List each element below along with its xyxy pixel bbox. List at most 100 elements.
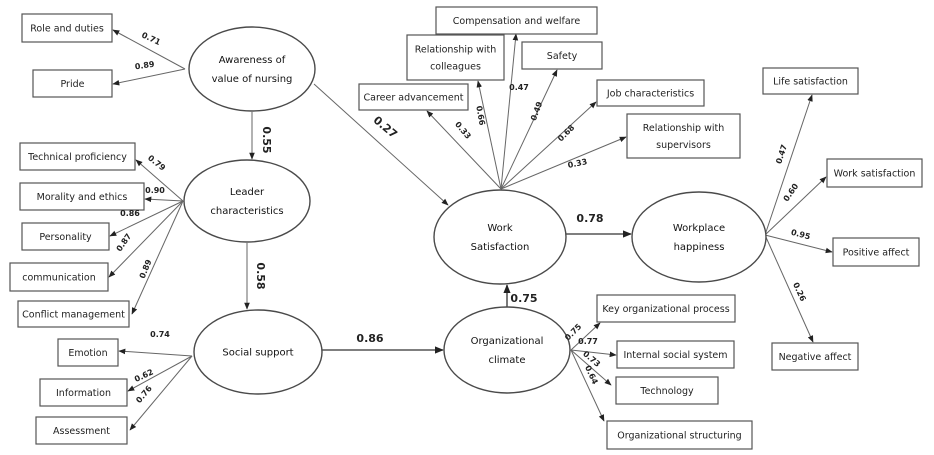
indicator-tech-label: Technical proficiency: [27, 152, 127, 163]
indicator-box-frame: [17, 300, 130, 328]
indicator-box-technology: Technology: [615, 376, 719, 405]
indicator-emotion-arrow: [118, 348, 193, 357]
indicator-moral-coefficient: 0.90: [145, 186, 165, 195]
path-leader-social-coefficient: 0.58: [254, 262, 267, 289]
indicator-posaff-arrow: [764, 234, 833, 254]
indicator-keyproc-arrow: [570, 322, 601, 351]
indicator-assess-label: Assessment: [53, 426, 110, 437]
indicator-keyproc-label: Key organizational process: [602, 304, 729, 315]
indicator-posaff-coefficient: 0.95: [790, 228, 812, 242]
indicator-technology-label: Technology: [639, 386, 694, 397]
indicator-box-frame: [626, 113, 741, 159]
indicator-technology-arrow: [570, 349, 612, 386]
path-social-climate-coefficient: 0.86: [356, 332, 383, 345]
indicator-emotion-label: Emotion: [68, 348, 107, 359]
indicator-conflict-arrow: [131, 200, 184, 315]
indicator-role-label: Role and duties: [30, 24, 104, 35]
indicator-box-frame: [19, 142, 136, 171]
indicator-jobchar-coefficient: 0.68: [556, 123, 577, 144]
indicator-moral-arrow: [144, 196, 184, 203]
indicator-safety-arrow: [500, 69, 558, 190]
path-worksat-happiness-coefficient: 0.78: [576, 212, 603, 225]
indicator-posaff-label: Positive affect: [843, 248, 910, 259]
latent-awareness: Awareness of value of nursing: [188, 26, 316, 112]
latent-worksat-label: Work: [487, 223, 513, 234]
indicator-box-frame: [406, 34, 505, 81]
indicator-career-coefficient: 0.33: [453, 120, 473, 141]
latent-climate-label: Organizational: [471, 336, 544, 347]
indicator-box-frame: [616, 340, 735, 369]
indicator-structuring-label: Organizational structuring: [617, 431, 741, 442]
indicator-person-coefficient: 0.86: [120, 209, 140, 218]
indicator-box-frame: [826, 158, 923, 188]
indicator-box-frame: [39, 378, 128, 407]
indicator-jobchar-label: Job characteristics: [606, 89, 694, 100]
indicator-tech-arrow: [135, 159, 184, 202]
indicator-supervisors-coefficient: 0.33: [567, 157, 588, 170]
indicator-lifesat-arrow: [764, 94, 813, 236]
indicator-career-arrow: [426, 110, 502, 190]
indicator-internal-label: Internal social system: [623, 350, 727, 361]
indicator-box-frame: [596, 294, 736, 323]
indicator-box-keyproc: Key organizational process: [596, 294, 736, 323]
latent-ellipse: [193, 309, 323, 395]
indicator-box-frame: [832, 237, 920, 267]
indicator-box-frame: [9, 262, 109, 292]
indicator-box-lifesat: Life satisfaction: [762, 67, 859, 95]
indicator-colleagues-label: colleagues: [430, 62, 481, 73]
indicator-negaff-coefficient: 0.26: [791, 281, 808, 303]
latent-climate-label: climate: [489, 355, 526, 366]
latent-social-label: Social support: [222, 348, 293, 359]
indicator-role-coefficient: 0.71: [140, 30, 162, 47]
indicator-safety-coefficient: 0.49: [529, 100, 544, 122]
indicator-box-frame: [57, 338, 119, 367]
indicator-box-career: Career advancement: [358, 83, 469, 111]
latent-climate: Organizational climate: [443, 306, 571, 394]
indicator-colleagues-arrow: [476, 80, 502, 190]
indicator-internal-coefficient: 0.77: [578, 337, 598, 346]
indicator-assess-arrow: [129, 355, 193, 431]
indicator-info-label: Information: [56, 388, 111, 399]
latent-social: Social support: [193, 309, 323, 395]
indicator-internal-arrow: [570, 349, 617, 358]
indicator-tech-coefficient: 0.79: [146, 153, 167, 173]
indicator-comp-coefficient: 0.47: [509, 83, 529, 92]
indicator-box-internal: Internal social system: [616, 340, 735, 369]
indicator-box-posaff: Positive affect: [832, 237, 920, 267]
latent-happiness-label: happiness: [674, 242, 725, 253]
indicator-conflict-label: Conflict management: [22, 310, 125, 321]
indicator-lifesat-coefficient: 0.47: [774, 143, 789, 165]
indicator-person-arrow: [109, 200, 184, 237]
indicator-box-info: Information: [39, 378, 128, 407]
indicator-comm-arrow: [108, 200, 184, 278]
indicator-box-frame: [19, 182, 145, 211]
indicator-box-frame: [771, 342, 859, 371]
path-climate-worksat-coefficient: 0.75: [510, 292, 537, 305]
indicator-info-arrow: [127, 355, 193, 392]
latent-ellipse: [188, 26, 316, 112]
indicator-box-comm: communication: [9, 262, 109, 292]
indicator-supervisors-label: supervisors: [656, 140, 711, 151]
indicator-comp-label: Compensation and welfare: [453, 16, 581, 27]
latent-ellipse: [433, 189, 567, 285]
indicator-box-moral: Morality and ethics: [19, 182, 145, 211]
indicator-box-safety: Safety: [521, 41, 603, 70]
indicator-pride-coefficient: 0.89: [134, 60, 155, 72]
indicator-box-emotion: Emotion: [57, 338, 119, 367]
indicator-structuring-arrow: [570, 349, 605, 422]
indicator-box-role: Role and duties: [21, 13, 113, 43]
latent-worksat-label: Satisfaction: [471, 242, 530, 253]
indicator-box-tech: Technical proficiency: [19, 142, 136, 171]
indicator-box-worksat2: Work satisfaction: [826, 158, 923, 188]
latent-ellipse: [183, 159, 311, 243]
latent-awareness-label: value of nursing: [212, 74, 293, 85]
indicator-pride-arrow: [112, 68, 186, 86]
edges-layer: [108, 29, 833, 431]
indicator-box-frame: [615, 376, 719, 405]
indicator-box-negaff: Negative affect: [771, 342, 859, 371]
indicator-box-frame: [35, 416, 128, 445]
latent-awareness-label: Awareness of: [219, 55, 286, 66]
